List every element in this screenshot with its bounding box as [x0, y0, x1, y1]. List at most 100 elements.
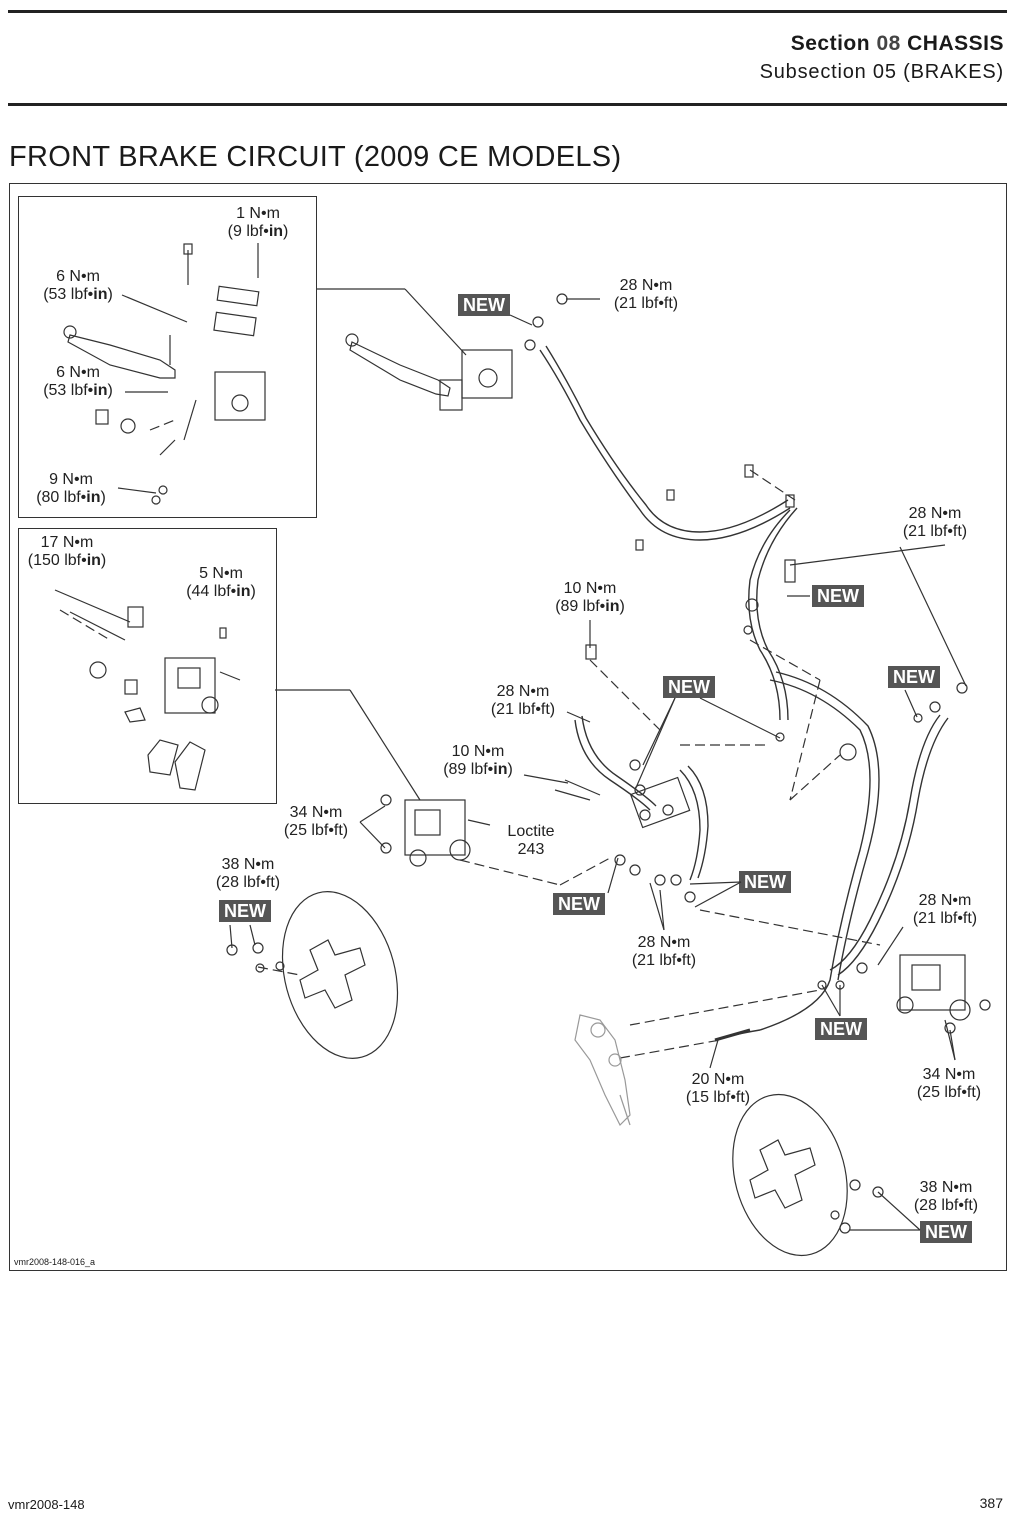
torque-value: 28 N•m	[919, 892, 972, 909]
torque-imperial: (21 lbf•ft)	[614, 295, 678, 312]
right-brake-disc	[732, 1093, 884, 1257]
torque-imperial-prefix: (28 lbf•ft)	[216, 874, 280, 891]
torque-imperial: (21 lbf•ft)	[632, 952, 696, 969]
torque-imperial-unit: in	[93, 382, 107, 399]
torque-imperial: 243	[518, 841, 545, 858]
torque-imperial-prefix: (150 lbf•	[28, 552, 87, 569]
torque-imperial-prefix: (21 lbf•ft)	[632, 952, 696, 969]
page-number: 387	[979, 1495, 1003, 1511]
torque-value: 38 N•m	[222, 856, 275, 873]
torque-value: 6 N•m	[56, 364, 100, 381]
new-part-badge: NEW	[553, 893, 605, 915]
torque-imperial: (150 lbf•in)	[28, 552, 107, 569]
torque-imperial-unit: in	[93, 286, 107, 303]
new-badge-label: NEW	[820, 1019, 862, 1039]
torque-value: 10 N•m	[564, 580, 617, 597]
hose-fitting	[714, 1028, 751, 1042]
torque-value: Loctite	[507, 823, 554, 840]
torque-value: 10 N•m	[452, 743, 505, 760]
torque-imperial: (25 lbf•ft)	[917, 1084, 981, 1101]
proportioning-valve	[574, 1014, 631, 1127]
torque-callout-c14: 38 N•m(28 lbf•ft)	[216, 856, 280, 891]
torque-imperial-prefix: (15 lbf•ft)	[686, 1089, 750, 1106]
leader-lines	[117, 243, 967, 1231]
torque-imperial: (25 lbf•ft)	[284, 822, 348, 839]
caliper-inset	[18, 528, 277, 804]
torque-imperial: (80 lbf•in)	[36, 489, 106, 506]
torque-imperial-prefix: (89 lbf•	[443, 761, 493, 778]
left-caliper	[380, 779, 601, 867]
torque-imperial-prefix: (25 lbf•ft)	[284, 822, 348, 839]
torque-imperial-suffix: )	[283, 223, 288, 240]
right-caliper	[817, 954, 991, 1034]
torque-imperial-prefix: (44 lbf•	[186, 583, 236, 600]
torque-callout-c2: 6 N•m(53 lbf•in)	[43, 268, 113, 303]
new-part-badge: NEW	[663, 676, 715, 698]
torque-callout-c17: 20 N•m(15 lbf•ft)	[686, 1071, 750, 1106]
distribution-block	[585, 464, 968, 903]
torque-callout-c9: 10 N•m(89 lbf•in)	[555, 580, 625, 615]
new-part-badge: NEW	[812, 585, 864, 607]
torque-imperial: (53 lbf•in)	[43, 286, 113, 303]
torque-imperial: (44 lbf•in)	[186, 583, 256, 600]
header-bottom-rule	[8, 103, 1007, 106]
footer-code: vmr2008-148	[8, 1497, 85, 1512]
torque-imperial-unit: in	[269, 223, 283, 240]
subsection-heading: Subsection 05 (BRAKES)	[759, 61, 1004, 83]
diagram-frame	[9, 183, 1007, 1271]
torque-imperial-prefix: (53 lbf•	[43, 286, 93, 303]
torque-value: 28 N•m	[638, 934, 691, 951]
torque-imperial: (15 lbf•ft)	[686, 1089, 750, 1106]
torque-imperial-prefix: (9 lbf•	[228, 223, 269, 240]
torque-value: 1 N•m	[236, 205, 280, 222]
torque-imperial-unit: in	[236, 583, 250, 600]
torque-imperial: (28 lbf•ft)	[216, 874, 280, 891]
torque-imperial: (53 lbf•in)	[43, 382, 113, 399]
torque-imperial: (89 lbf•in)	[555, 598, 625, 615]
torque-value: 20 N•m	[692, 1071, 745, 1088]
torque-imperial-suffix: )	[101, 552, 106, 569]
torque-callout-c18: 34 N•m(25 lbf•ft)	[917, 1066, 981, 1101]
torque-imperial-suffix: )	[619, 598, 624, 615]
torque-imperial-unit: in	[605, 598, 619, 615]
new-part-badge: NEW	[920, 1221, 972, 1243]
torque-callout-c11: 10 N•m(89 lbf•in)	[443, 743, 513, 778]
torque-imperial-suffix: )	[107, 382, 112, 399]
left-brake-disc	[226, 891, 399, 1059]
torque-imperial-prefix: (53 lbf•	[43, 382, 93, 399]
torque-imperial-prefix: (21 lbf•ft)	[913, 910, 977, 927]
torque-imperial: (21 lbf•ft)	[491, 701, 555, 718]
caliper-inset-parts	[54, 589, 241, 791]
torque-value: 9 N•m	[49, 471, 93, 488]
torque-imperial-prefix: (25 lbf•ft)	[917, 1084, 981, 1101]
torque-imperial: (9 lbf•in)	[228, 223, 289, 240]
torque-imperial: (21 lbf•ft)	[903, 523, 967, 540]
torque-value: 34 N•m	[923, 1066, 976, 1083]
torque-imperial-suffix: )	[507, 761, 512, 778]
torque-callout-c4: 9 N•m(80 lbf•in)	[36, 471, 106, 506]
torque-imperial: (28 lbf•ft)	[914, 1197, 978, 1214]
page-title: FRONT BRAKE CIRCUIT (2009 CE MODELS)	[9, 141, 622, 173]
main-master-cylinder	[345, 293, 568, 411]
master-cylinder-inset-parts	[63, 243, 266, 505]
new-part-badge: NEW	[815, 1018, 867, 1040]
torque-imperial: (89 lbf•in)	[443, 761, 513, 778]
torque-imperial-unit: in	[87, 552, 101, 569]
torque-value: 6 N•m	[56, 268, 100, 285]
torque-imperial-prefix: (28 lbf•ft)	[914, 1197, 978, 1214]
torque-value: 34 N•m	[290, 804, 343, 821]
torque-callout-c7: 28 N•m(21 lbf•ft)	[614, 277, 678, 312]
torque-callout-c6: 5 N•m(44 lbf•in)	[186, 565, 256, 600]
torque-callout-c16: 28 N•m(21 lbf•ft)	[632, 934, 696, 969]
new-part-badge: NEW	[458, 294, 510, 316]
torque-imperial-prefix: (89 lbf•	[555, 598, 605, 615]
new-badge-label: NEW	[463, 295, 505, 315]
torque-imperial-suffix: )	[107, 286, 112, 303]
torque-imperial-prefix: 243	[518, 841, 545, 858]
new-badge-label: NEW	[668, 677, 710, 697]
new-badge-label: NEW	[224, 901, 266, 921]
torque-imperial: (21 lbf•ft)	[913, 910, 977, 927]
torque-callout-c3: 6 N•m(53 lbf•in)	[43, 364, 113, 399]
